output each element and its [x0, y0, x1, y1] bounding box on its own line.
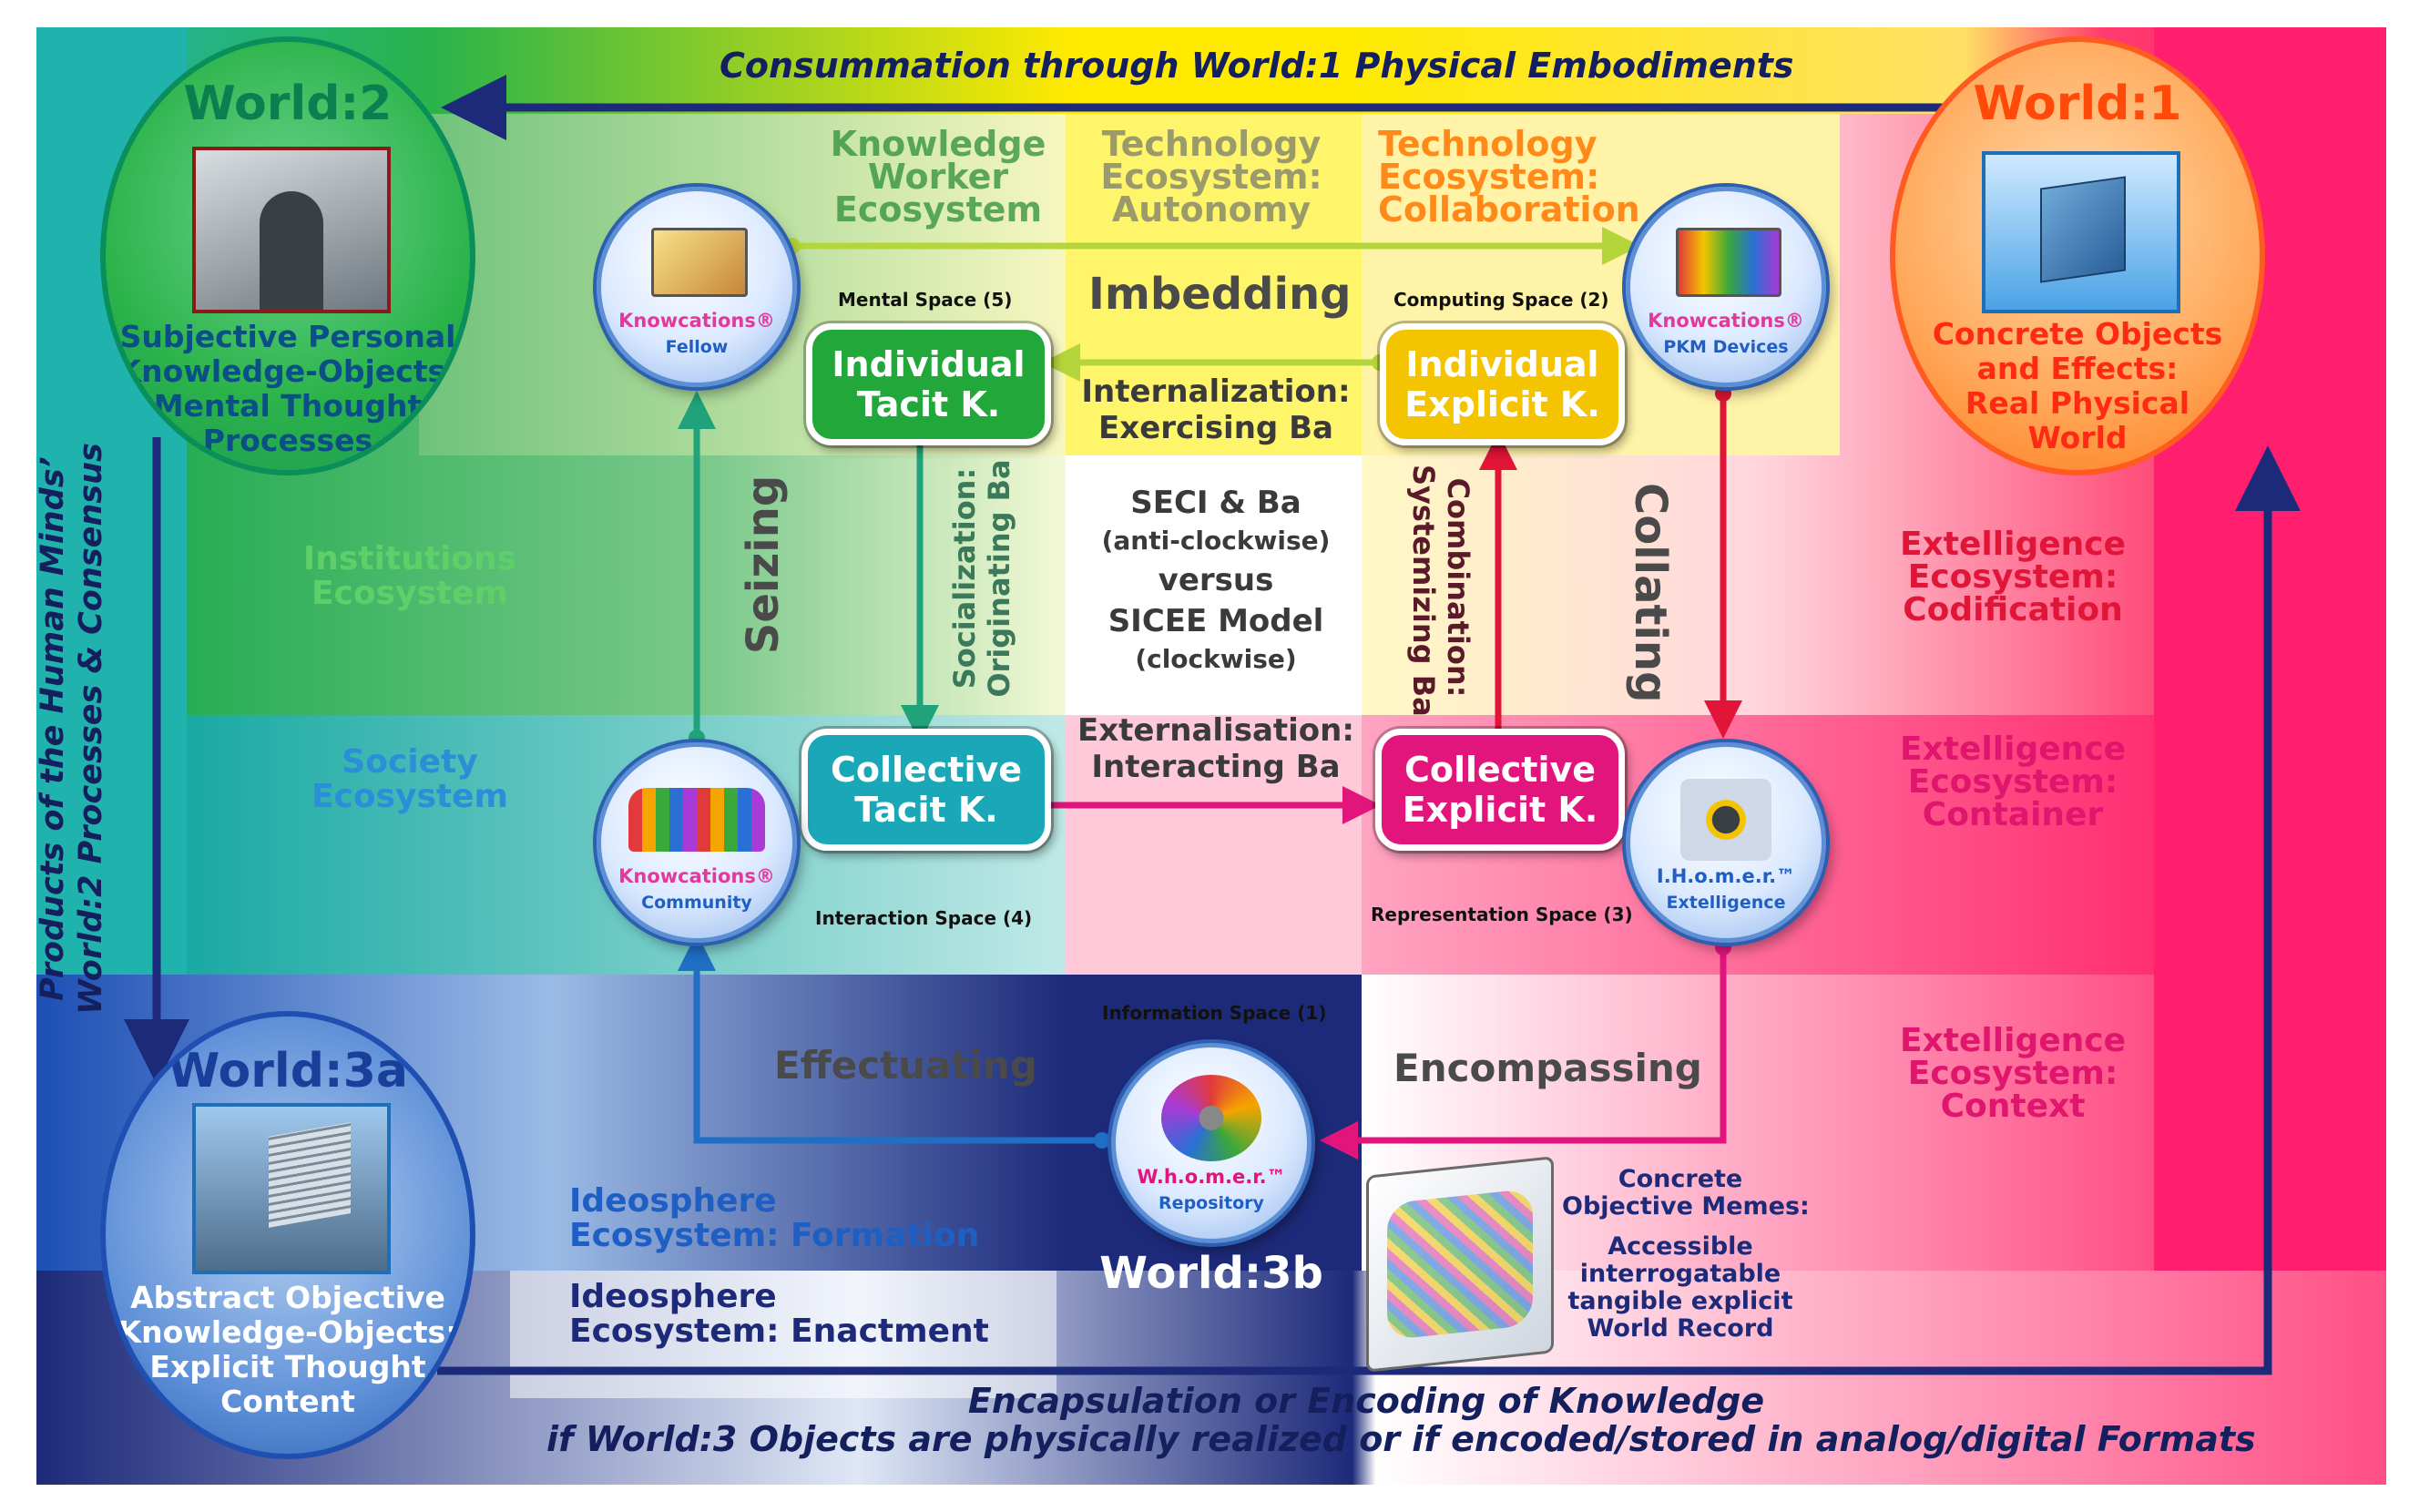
socialization-label: Socialization:Originating Ba — [947, 459, 1016, 698]
ideosphere-lower — [510, 1271, 1056, 1398]
bottom-banner-line2: if World:3 Objects are physically realiz… — [546, 1419, 2256, 1459]
thinker-figure-icon — [260, 191, 323, 310]
world1-title: World:1 — [1973, 77, 2182, 131]
laptop-icon — [651, 228, 748, 297]
seci-versus-sicee-text: SECI & Ba (anti-clockwise) versus SICEE … — [1101, 485, 1331, 674]
world2-title: World:2 — [183, 77, 393, 131]
knowcations-fellow-badge: Knowcations® Fellow — [597, 187, 797, 387]
mental-space-label: Mental Space (5) — [838, 289, 1013, 311]
cube-icon — [2040, 176, 2126, 283]
information-space-label: Information Space (1) — [1102, 1002, 1327, 1024]
combination-label: Combination:Systemizing Ba — [1406, 465, 1475, 717]
representation-space-label: Representation Space (3) — [1371, 904, 1633, 925]
seizing-label: Seizing — [738, 475, 789, 655]
ihomer-extelligence-badge: I.H.o.m.e.r.™ Extelligence — [1626, 742, 1826, 943]
memes-cube-image — [1366, 1156, 1554, 1373]
abstract-cube-image — [192, 1103, 391, 1274]
world3a-title: World:3a — [168, 1044, 408, 1098]
knowcations-pkm-badge: Knowcations® PKM Devices — [1626, 187, 1826, 387]
center-strip — [1066, 455, 1362, 715]
collating-label: Collating — [1625, 483, 1676, 703]
knowcations-community-badge: Knowcations® Community — [597, 742, 797, 943]
thought-image — [192, 147, 391, 313]
whomer-repository-badge: W.h.o.m.e.r.™ Repository — [1111, 1043, 1312, 1243]
effectuating-label: Effectuating — [774, 1043, 1037, 1088]
internalization-label: Internalization:Exercising Ba — [1081, 373, 1351, 446]
devices-icon — [1676, 228, 1781, 297]
imbedding-label: Imbedding — [1088, 269, 1352, 320]
text-cube-icon — [269, 1122, 351, 1228]
cell-technology-autonomy — [1066, 114, 1362, 455]
encompassing-arrow — [1320, 947, 1727, 1160]
externalisation-label: Externalisation:Interacting Ba — [1077, 712, 1354, 785]
brain-meme-icon — [1387, 1188, 1533, 1341]
top-banner: Consummation through World:1 Physical Em… — [720, 46, 1794, 86]
left-vertical-text: Products of the Human Minds’ World:2 Pro… — [35, 443, 109, 1015]
people-group-icon — [628, 788, 765, 852]
center-pink-strip — [1066, 715, 1362, 975]
network-icon — [1680, 779, 1771, 861]
bottom-banner-line1: Encapsulation or Encoding of Knowledge — [967, 1381, 1765, 1421]
encompassing-label: Encompassing — [1393, 1046, 1702, 1090]
bottom-navy-arrow — [437, 445, 2301, 1375]
effectuating-arrow — [678, 933, 1102, 1144]
interaction-space-label: Interaction Space (4) — [815, 907, 1033, 929]
globe-cube-image — [1982, 151, 2180, 313]
computing-space-label: Computing Space (2) — [1393, 289, 1609, 311]
hub-icon — [1161, 1075, 1261, 1161]
world3b-title: World:3b — [1099, 1248, 1323, 1299]
